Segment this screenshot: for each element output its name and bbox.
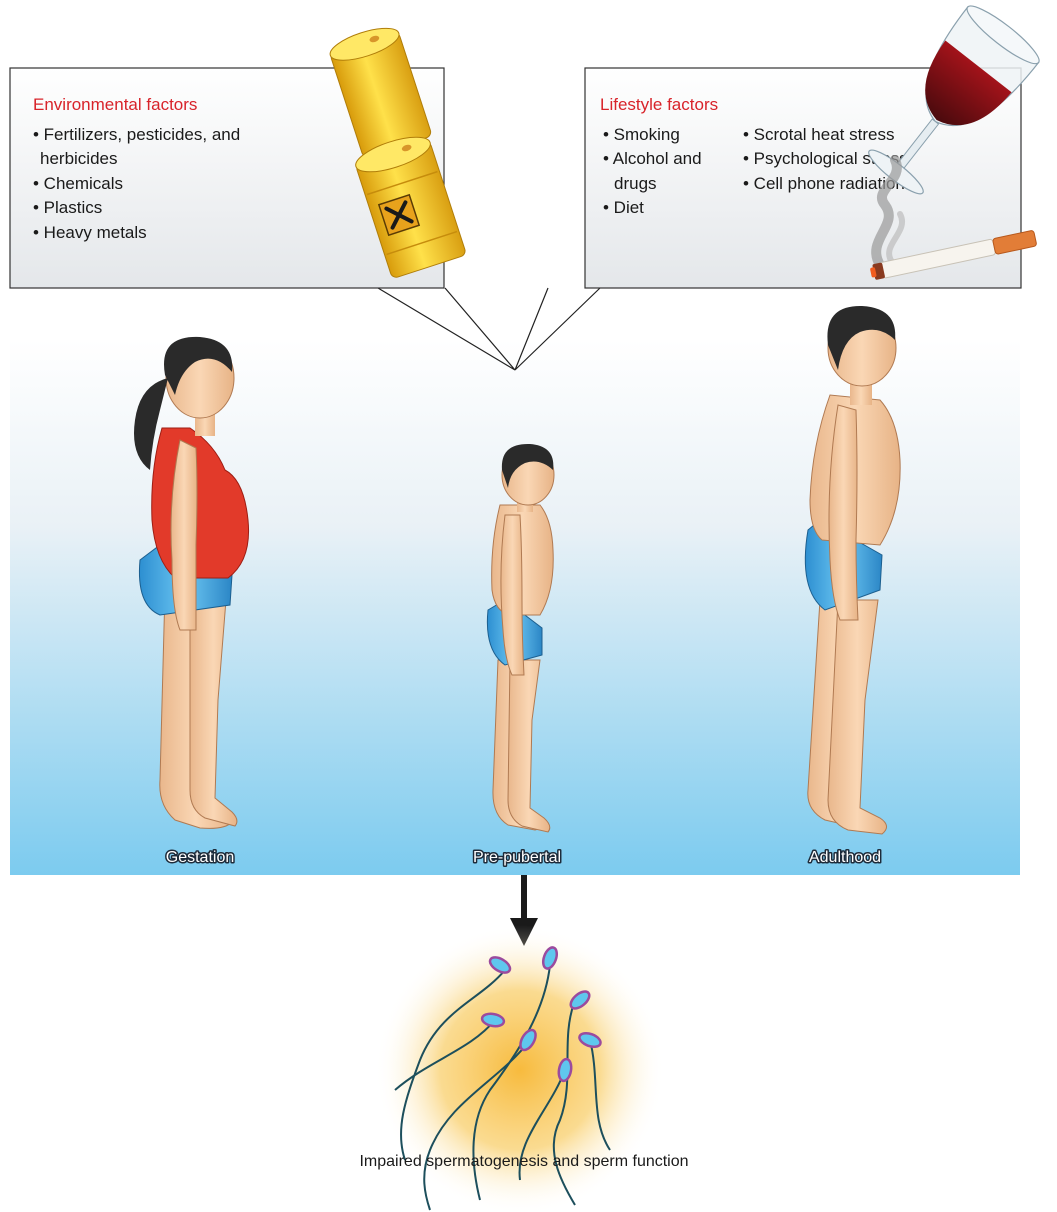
lifestyle-left-item-1: • Smoking (603, 125, 680, 144)
lifestyle-left-item-4: • Diet (603, 198, 644, 217)
outcome-label: Impaired spermatogenesis and sperm funct… (359, 1153, 688, 1170)
env-item-5: • Heavy metals (33, 223, 147, 242)
stage-label-prepubertal: Pre-pubertal (473, 849, 561, 866)
env-item-1: • Fertilizers, pesticides, and (33, 125, 240, 144)
environmental-factors-title: Environmental factors (33, 95, 197, 114)
env-item-2: herbicides (40, 149, 118, 168)
lifestyle-left-item-2: • Alcohol and (603, 149, 702, 168)
stage-label-gestation: Gestation (166, 849, 234, 866)
env-item-4: • Plastics (33, 198, 102, 217)
lifestyle-left-item-3: drugs (614, 174, 657, 193)
lifestyle-right-item-1: • Scrotal heat stress (743, 125, 894, 144)
env-item-3: • Chemicals (33, 174, 123, 193)
stage-label-adulthood: Adulthood (809, 849, 881, 866)
lifestyle-factors-title: Lifestyle factors (600, 95, 718, 114)
